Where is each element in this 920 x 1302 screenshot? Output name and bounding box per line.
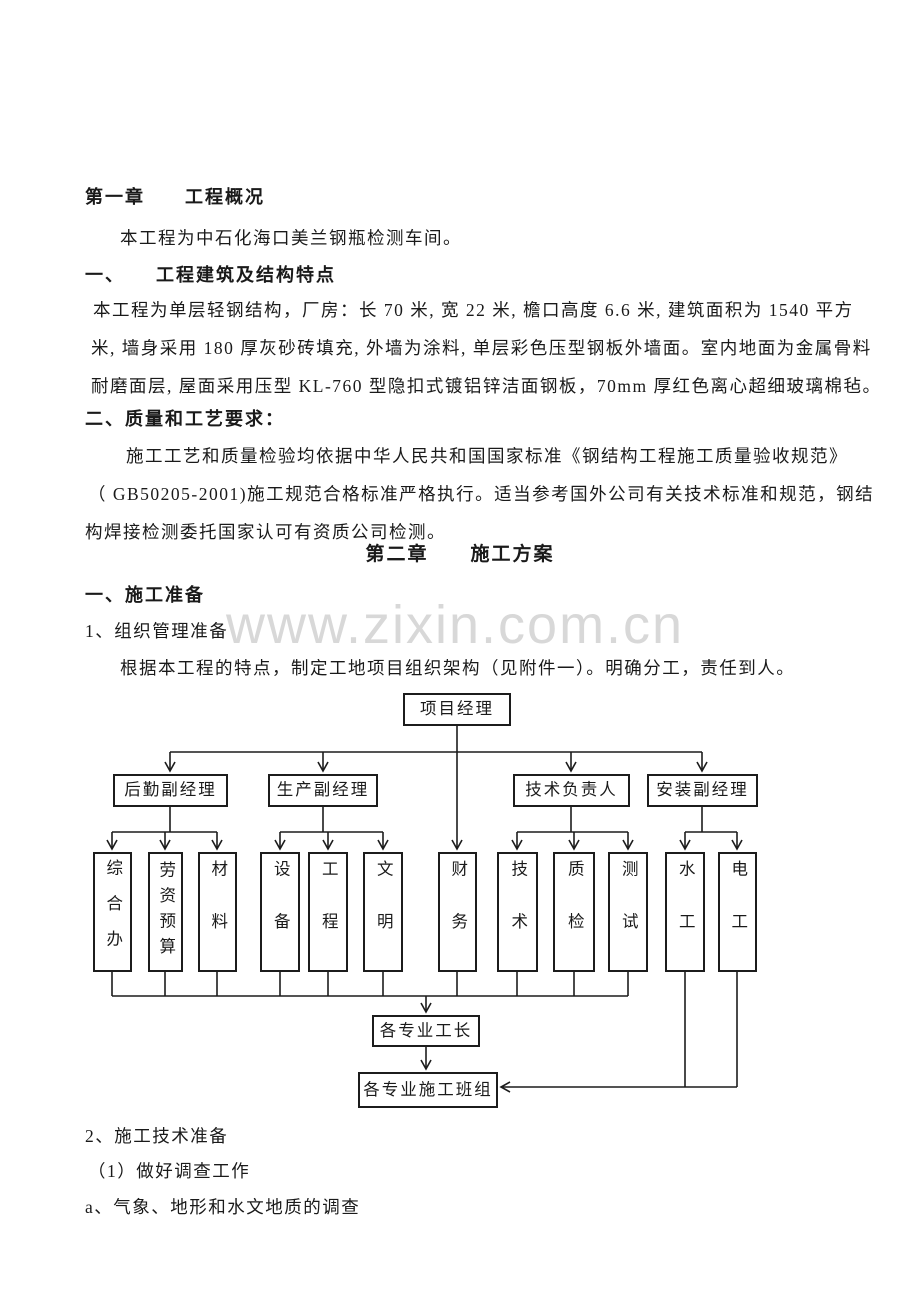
node-labor-budget: 劳资预算 [148, 852, 183, 972]
node-logistics-deputy-manager: 后勤副经理 [113, 774, 228, 807]
node-water-work: 水工 [665, 852, 705, 972]
node-engineering: 工程 [308, 852, 348, 972]
watermark-text: www.zixin.com.cn [226, 595, 685, 655]
node-civility: 文明 [363, 852, 403, 972]
heading-section-1: 一、 工程建筑及结构特点 [85, 265, 336, 285]
heading-chapter-1: 第一章 工程概况 [85, 187, 265, 207]
org-chart-connectors [106, 726, 743, 1093]
node-general-office: 综合办 [93, 852, 132, 972]
node-project-manager: 项目经理 [403, 693, 511, 726]
org-chart: 项目经理 后勤副经理 生产副经理 技术负责人 安装副经理 综合办 劳资预算 材料… [0, 690, 920, 1120]
node-equipment: 设备 [260, 852, 300, 972]
para-quality-line3: 构焊接检测委托国家认可有资质公司检测。 [85, 522, 446, 542]
heading-section-2: 二、质量和工艺要求： [85, 409, 285, 429]
heading-chapter-2: 第二章 施工方案 [365, 544, 555, 565]
para-weather: a、气象、地形和水文地质的调查 [85, 1197, 361, 1217]
node-technology: 技术 [497, 852, 538, 972]
para-org-prep: 1、组织管理准备 [85, 621, 229, 641]
para-quality-line1: 施工工艺和质量检验均依据中华人民共和国国家标准《钢结构工程施工质量验收规范》 [126, 446, 848, 466]
node-finance: 财务 [438, 852, 477, 972]
para-building-line2: 米, 墙身采用 180 厚灰砂砖填充, 外墙为涂料, 单层彩色压型钢板外墙面。室… [91, 338, 872, 358]
node-electric-work: 电工 [718, 852, 757, 972]
para-org-structure: 根据本工程的特点，制定工地项目组织架构（见附件一）。明确分工，责任到人。 [120, 658, 796, 678]
node-technical-lead: 技术负责人 [513, 774, 630, 807]
node-materials: 材料 [198, 852, 237, 972]
para-survey: （1）做好调查工作 [88, 1161, 251, 1181]
para-tech-prep: 2、施工技术准备 [85, 1126, 229, 1146]
node-specialty-foremen: 各专业工长 [372, 1015, 480, 1047]
node-quality-inspection: 质检 [553, 852, 595, 972]
node-production-deputy-manager: 生产副经理 [268, 774, 378, 807]
para-quality-line2: （ GB50205-2001)施工规范合格标准严格执行。适当参考国外公司有关技术… [88, 484, 875, 504]
para-intro: 本工程为中石化海口美兰钢瓶检测车间。 [120, 228, 462, 248]
node-testing: 测试 [608, 852, 648, 972]
para-building-line1: 本工程为单层轻钢结构，厂房：长 70 米, 宽 22 米, 檐口高度 6.6 米… [93, 300, 854, 320]
heading-preparation: 一、施工准备 [85, 585, 205, 605]
para-building-line3: 耐磨面层, 屋面采用压型 KL-760 型隐扣式镀铝锌洁面钢板，70mm 厚红色… [91, 376, 882, 396]
node-installation-deputy-manager: 安装副经理 [647, 774, 758, 807]
node-specialty-crews: 各专业施工班组 [358, 1072, 498, 1108]
